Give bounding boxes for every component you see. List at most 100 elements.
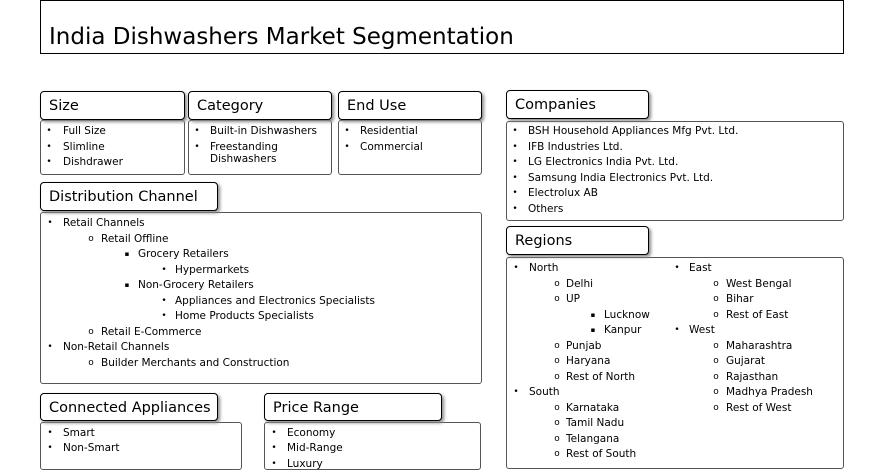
bullet: •: [161, 311, 167, 321]
category-list: • Built-in Dishwashers • Freestanding Di…: [188, 120, 332, 175]
region-item: Telangana: [566, 433, 620, 445]
bullet: ▪: [590, 326, 596, 334]
bullet: •: [674, 263, 680, 273]
company-item: Others: [528, 203, 564, 215]
bullet: o: [713, 341, 719, 351]
distribution-item: Retail E-Commerce: [101, 326, 202, 338]
bullet: o: [88, 358, 94, 368]
region-item: Rajasthan: [726, 371, 779, 383]
distribution-list: • Retail Channels o Retail Offline ▪ Gro…: [40, 212, 482, 384]
region-item: South: [529, 386, 560, 398]
regions-header: Regions: [506, 226, 649, 255]
page-title: India Dishwashers Market Segmentation: [49, 24, 514, 50]
region-item: Gujarat: [726, 355, 766, 367]
bullet: ▪: [124, 281, 130, 289]
distribution-item: Grocery Retailers: [138, 248, 229, 260]
companies-header: Companies: [506, 90, 649, 119]
bullet: o: [554, 372, 560, 382]
price-item: Mid-Range: [287, 442, 343, 454]
distribution-item: Retail Offline: [101, 233, 169, 245]
company-item: LG Electronics India Pvt. Ltd.: [528, 156, 679, 168]
distribution-item: Retail Channels: [63, 217, 145, 229]
region-item: Rest of West: [726, 402, 792, 414]
distribution-item: Appliances and Electronics Specialists: [175, 295, 375, 307]
company-item: BSH Household Appliances Mfg Pvt. Ltd.: [528, 125, 739, 137]
bullet: •: [512, 157, 518, 167]
bullet: •: [271, 443, 277, 453]
distribution-item: Non-Grocery Retailers: [138, 279, 254, 291]
bullet: •: [512, 126, 518, 136]
connected-item: Smart: [63, 427, 95, 439]
bullet: ▪: [124, 250, 130, 258]
bullet: •: [161, 265, 167, 275]
bullet: o: [554, 356, 560, 366]
bullet: o: [713, 356, 719, 366]
region-item: UP: [566, 293, 581, 305]
distribution-item: Home Products Specialists: [175, 310, 314, 322]
bullet: o: [713, 372, 719, 382]
bullet: •: [512, 204, 518, 214]
category-item: Built-in Dishwashers: [210, 125, 318, 137]
region-item: Maharashtra: [726, 340, 793, 352]
company-item: IFB Industries Ltd.: [528, 141, 623, 153]
bullet: o: [554, 341, 560, 351]
distribution-header: Distribution Channel: [40, 182, 218, 211]
bullet: •: [47, 428, 53, 438]
region-item: Delhi: [566, 278, 594, 290]
region-item: Karnataka: [566, 402, 620, 414]
bullet: o: [88, 327, 94, 337]
connected-item: Non-Smart: [63, 442, 120, 454]
size-list: • Full Size • Slimline • Dishdrawer: [40, 120, 185, 175]
end-use-list: • Residential • Commercial: [338, 120, 482, 175]
bullet: o: [713, 310, 719, 320]
bullet: •: [194, 142, 200, 152]
end-use-header: End Use: [338, 91, 482, 120]
price-header: Price Range: [264, 393, 442, 421]
bullet: o: [554, 449, 560, 459]
bullet: o: [554, 434, 560, 444]
region-item: East: [689, 262, 712, 274]
bullet: •: [344, 142, 350, 152]
region-item: Lucknow: [604, 309, 650, 321]
region-item: North: [529, 262, 559, 274]
category-item: Freestanding: [210, 141, 278, 153]
category-header: Category: [188, 91, 332, 120]
bullet: •: [46, 142, 52, 152]
region-item: Bihar: [726, 293, 754, 305]
region-item: Haryana: [566, 355, 611, 367]
region-item: Rest of South: [566, 448, 637, 460]
category-item: Dishwashers: [210, 153, 277, 165]
region-item: Tamil Nadu: [566, 417, 625, 429]
bullet: •: [344, 126, 350, 136]
bullet: •: [512, 142, 518, 152]
bullet: •: [194, 126, 200, 136]
bullet: o: [713, 294, 719, 304]
companies-list: • BSH Household Appliances Mfg Pvt. Ltd.…: [506, 121, 844, 221]
bullet: o: [713, 387, 719, 397]
price-item: Luxury: [287, 458, 323, 470]
distribution-item: Hypermarkets: [175, 264, 250, 276]
bullet: •: [512, 188, 518, 198]
size-item: Slimline: [63, 141, 105, 153]
end-use-item: Commercial: [360, 141, 423, 153]
region-item: West: [689, 324, 715, 336]
region-item: Kanpur: [604, 324, 642, 336]
size-header: Size: [40, 91, 185, 120]
bullet: •: [47, 342, 53, 352]
bullet: o: [554, 279, 560, 289]
bullet: o: [554, 418, 560, 428]
bullet: o: [713, 279, 719, 289]
region-item: Rest of North: [566, 371, 636, 383]
region-item: Rest of East: [726, 309, 789, 321]
distribution-item: Non-Retail Channels: [63, 341, 170, 353]
price-list: • Economy • Mid-Range • Luxury: [264, 422, 481, 470]
connected-header: Connected Appliances: [40, 393, 218, 421]
bullet: •: [513, 263, 519, 273]
company-item: Samsung India Electronics Pvt. Ltd.: [528, 172, 714, 184]
bullet: o: [88, 234, 94, 244]
region-item: Madhya Pradesh: [726, 386, 813, 398]
bullet: •: [513, 387, 519, 397]
bullet: •: [47, 218, 53, 228]
distribution-item: Builder Merchants and Construction: [101, 357, 290, 369]
region-item: West Bengal: [726, 278, 792, 290]
